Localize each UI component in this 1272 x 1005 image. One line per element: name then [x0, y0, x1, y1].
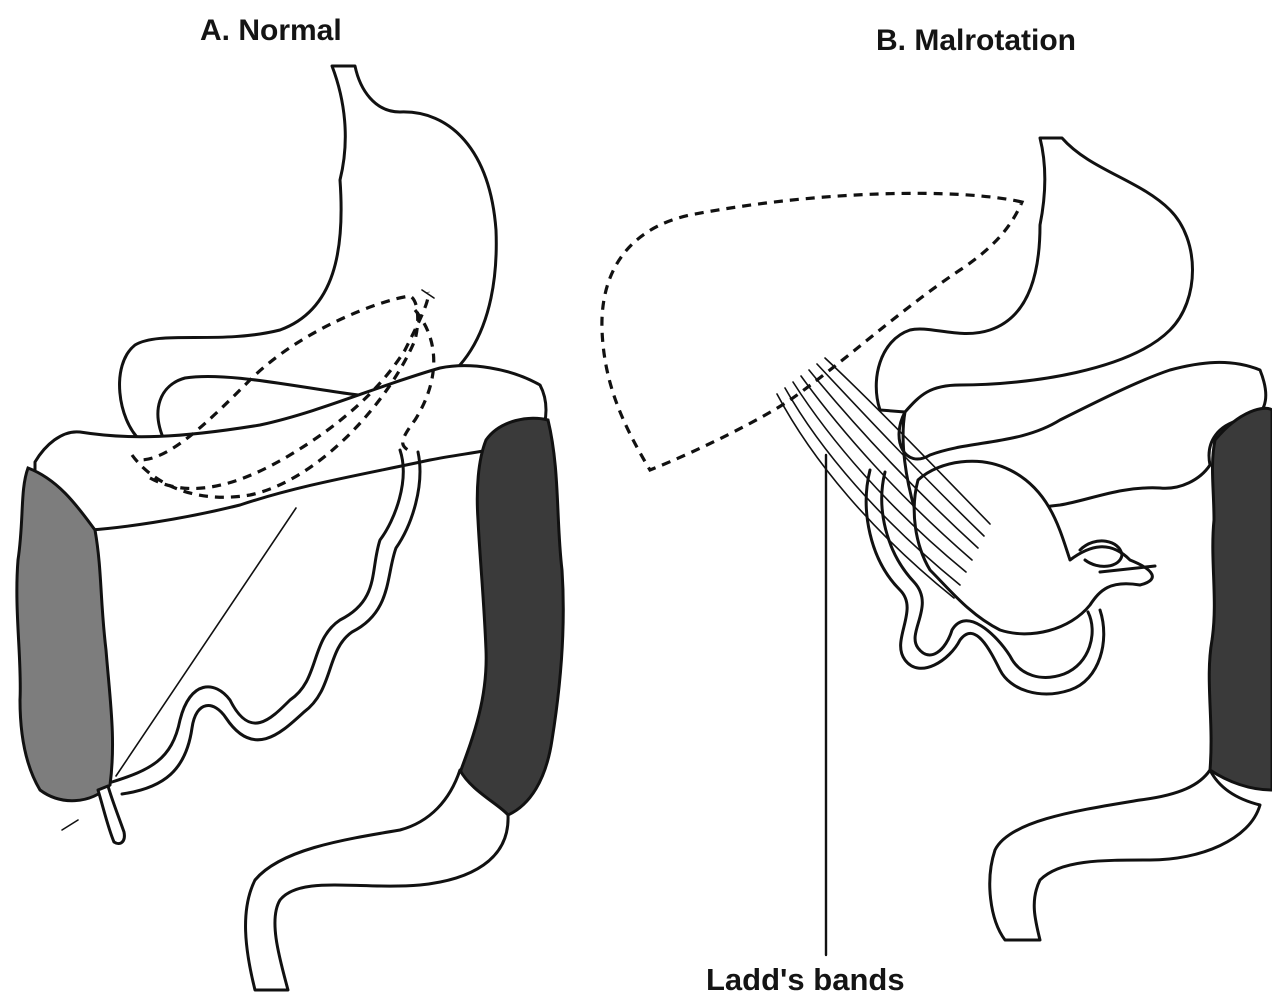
sigmoid-colon-malrotation — [990, 770, 1260, 940]
stomach-malrotation — [876, 138, 1192, 412]
sigmoid-colon-normal — [246, 770, 509, 990]
descending-colon-malrotation — [1209, 408, 1272, 790]
panel-malrotation: B. Malrotation Ladd's — [602, 24, 1272, 997]
liver-dashed-outline — [602, 193, 1022, 470]
mesenteric-root-normal — [116, 508, 296, 776]
panel-normal: A. Normal — [17, 14, 563, 990]
panel-normal-title: A. Normal — [200, 14, 342, 47]
appendix-normal — [98, 786, 124, 844]
appendix-tip-mark — [62, 820, 78, 830]
transverse-colon-normal — [35, 366, 546, 530]
ladds-bands-label: Ladd's bands — [706, 962, 905, 997]
descending-colon-normal — [458, 418, 563, 815]
panel-malrotation-title: B. Malrotation — [876, 24, 1076, 57]
